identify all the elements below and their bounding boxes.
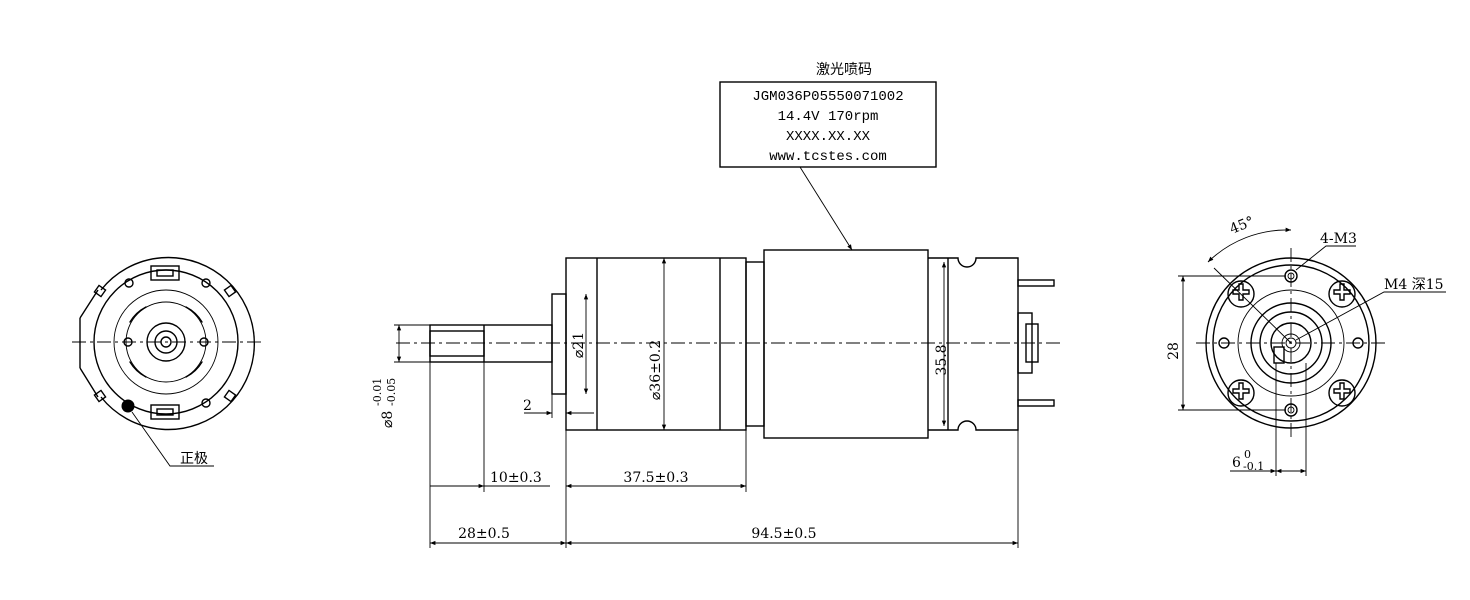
label-box: 激光喷码 JGM036P05550071002 14.4V 170rpm XXX…: [719, 61, 937, 251]
right-dim-28: 28: [1166, 342, 1182, 360]
positive-label: 正极: [180, 451, 208, 467]
motor-end-cap: [928, 257, 1019, 431]
screw-bottom-right: [1328, 379, 1356, 407]
dim-2: 2: [523, 398, 532, 414]
dim-dia-36: ⌀36±0.2: [648, 340, 664, 400]
label-line-voltage-speed: 14.4V 170rpm: [778, 109, 879, 125]
center-thread-label: M4 深15: [1384, 277, 1444, 293]
left-end-view: 正极: [72, 256, 262, 467]
label-box-title: 激光喷码: [816, 61, 872, 78]
motor-can: [763, 249, 929, 439]
dim-10: 10±0.3: [490, 470, 542, 486]
screw-bottom-left: [1227, 379, 1255, 407]
terminal-top: [1017, 279, 1055, 287]
dim-shaft-dia: ⌀8: [380, 411, 396, 428]
label-line-model: JGM036P05550071002: [752, 89, 903, 105]
right-end-view: 45° 4-M3 M4 深15 28 6 0 -0.1: [1166, 214, 1446, 476]
front-boss: [551, 293, 567, 395]
screw-top-left: [1227, 280, 1255, 308]
right-dim-6-tol-upper: 0: [1244, 448, 1251, 461]
screw-top-right: [1328, 280, 1356, 308]
positive-leader: [131, 411, 214, 467]
right-dim-6-tol-lower: -0.1: [1243, 460, 1264, 473]
dim-dia-21: ⌀21: [571, 332, 587, 358]
angle-arc: [1207, 227, 1292, 263]
dim-28: 28±0.5: [458, 526, 510, 542]
right-dim-6: 6: [1232, 455, 1241, 471]
label-line-website: www.tcstes.com: [769, 149, 887, 165]
dim-shaft-tol-upper: -0.01: [371, 378, 384, 406]
label-box-frame: [719, 81, 937, 168]
left-view-terminal-top: [150, 265, 180, 281]
dim-94-5: 94.5±0.5: [751, 526, 816, 542]
dim-shaft-tol-lower: -0.05: [385, 378, 398, 406]
left-view-outer-rim: [100, 256, 255, 431]
dim-35-8: 35.8: [934, 344, 950, 375]
positive-dot: [121, 399, 135, 413]
holes-label: 4-M3: [1320, 231, 1357, 247]
dim-37-5: 37.5±0.3: [623, 470, 688, 486]
terminal-bottom: [1017, 399, 1055, 407]
side-view: ⌀21 ⌀36±0.2 35.8 ⌀8 -0.01 -0.05 2 10±0.3…: [371, 249, 1064, 548]
left-view-terminal-bottom: [150, 404, 180, 420]
label-leader-line: [799, 166, 853, 251]
angle-label: 45°: [1228, 214, 1257, 238]
label-line-date: XXXX.XX.XX: [786, 129, 871, 145]
